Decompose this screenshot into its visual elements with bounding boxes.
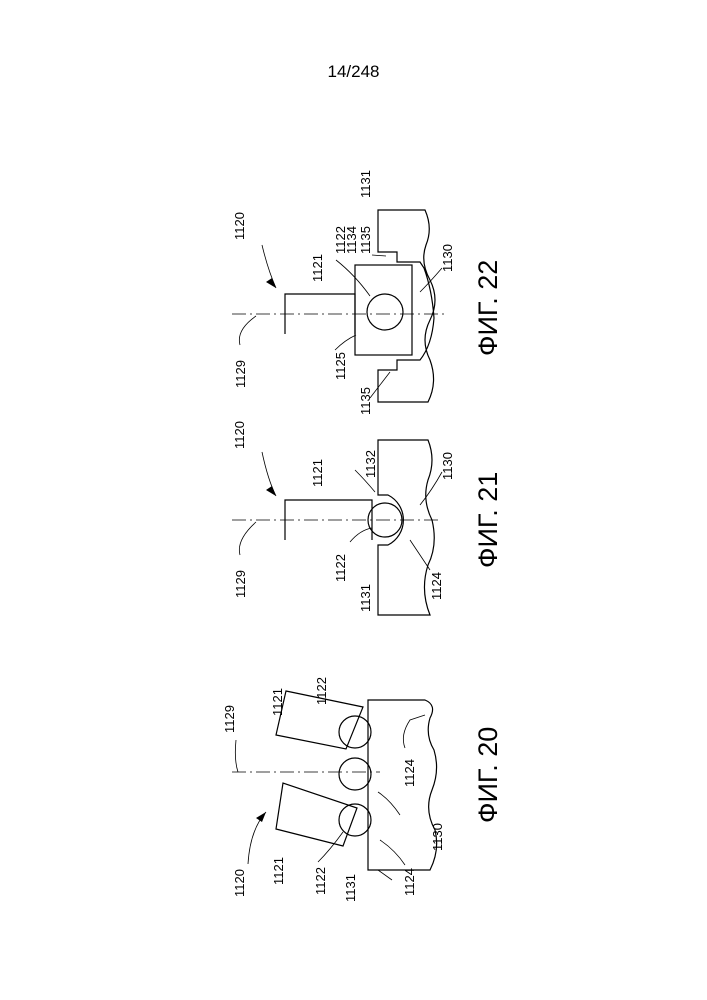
fig22-label-1120: 1120 <box>232 212 247 240</box>
fig21-label-1120: 1120 <box>232 421 247 449</box>
figure-20: 1129 1121 1122 1120 1121 1122 1131 1124 … <box>222 677 503 902</box>
fig20-ball-upper <box>339 716 371 748</box>
fig21-leader-1129 <box>239 522 256 555</box>
fig20-leader-1120 <box>248 812 266 864</box>
fig20-ball-lower <box>339 804 371 836</box>
fig22-probe <box>285 294 355 334</box>
fig21-substrate <box>378 440 434 615</box>
fig20-leader-1124b <box>380 840 405 865</box>
fig20-probe-lower <box>276 783 357 846</box>
fig20-leader-1122b <box>318 832 343 862</box>
fig22-label-1129: 1129 <box>233 360 248 388</box>
fig20-leader-1131 <box>378 870 392 880</box>
fig20-label-1129: 1129 <box>222 705 237 733</box>
fig22-leader-1135-top <box>372 255 386 256</box>
fig21-label-1122: 1122 <box>333 554 348 582</box>
fig22-label-1135-bottom: 1135 <box>358 387 373 415</box>
fig22-leader-1129 <box>239 316 256 345</box>
fig21-label-1124: 1124 <box>429 572 444 600</box>
fig22-leader-1135-bottom <box>370 372 390 398</box>
fig21-leader-1122 <box>350 528 372 542</box>
fig21-label-1132: 1132 <box>363 450 378 478</box>
fig21-label-1121: 1121 <box>310 459 325 487</box>
figure-22: 1120 1121 1122 1134 1135 1131 1130 1129 … <box>232 170 503 415</box>
fig21-label-1130: 1130 <box>440 452 455 480</box>
fig20-leader-1130 <box>378 792 400 815</box>
figure-21: 1120 1121 1132 1130 1129 1122 1131 1124 … <box>232 421 503 615</box>
fig22-label-1134: 1134 <box>344 226 359 254</box>
fig20-ball-middle <box>339 758 371 790</box>
fig21-arrow-1120 <box>266 486 276 496</box>
fig20-label-1124-bottom: 1124 <box>402 868 417 896</box>
fig20-caption: ФИГ. 20 <box>473 727 503 823</box>
fig21-leader-1130 <box>420 472 442 505</box>
fig22-label-1125: 1125 <box>333 352 348 380</box>
fig21-label-1129: 1129 <box>233 570 248 598</box>
fig22-label-1135-top: 1135 <box>358 226 373 254</box>
fig20-label-1122-bottom: 1122 <box>313 867 328 895</box>
fig22-leader-1125 <box>335 335 356 350</box>
fig21-leader-1124 <box>410 540 430 570</box>
fig22-label-1130: 1130 <box>440 244 455 272</box>
fig22-leader-1130 <box>420 268 442 292</box>
fig20-arrow-1120 <box>256 812 266 822</box>
fig20-label-1120: 1120 <box>232 869 247 897</box>
fig20-label-1122-top: 1122 <box>314 677 329 705</box>
fig22-arrow-1120 <box>266 278 276 288</box>
fig20-label-1121-top: 1121 <box>270 688 285 716</box>
fig20-leader-1124a <box>403 715 425 748</box>
fig20-label-1131: 1131 <box>343 874 358 902</box>
fig22-label-1131: 1131 <box>358 170 373 198</box>
fig22-label-1121: 1121 <box>310 254 325 282</box>
fig22-ball <box>367 294 403 330</box>
fig20-label-1121-bottom: 1121 <box>271 857 286 885</box>
fig22-caption: ФИГ. 22 <box>473 260 503 356</box>
fig21-label-1131: 1131 <box>358 584 373 612</box>
fig20-leader-1129 <box>235 740 238 772</box>
fig22-substrate <box>378 210 435 402</box>
fig21-caption: ФИГ. 21 <box>473 472 503 568</box>
fig20-label-1124-right: 1124 <box>402 759 417 787</box>
fig20-label-1130: 1130 <box>430 823 445 851</box>
